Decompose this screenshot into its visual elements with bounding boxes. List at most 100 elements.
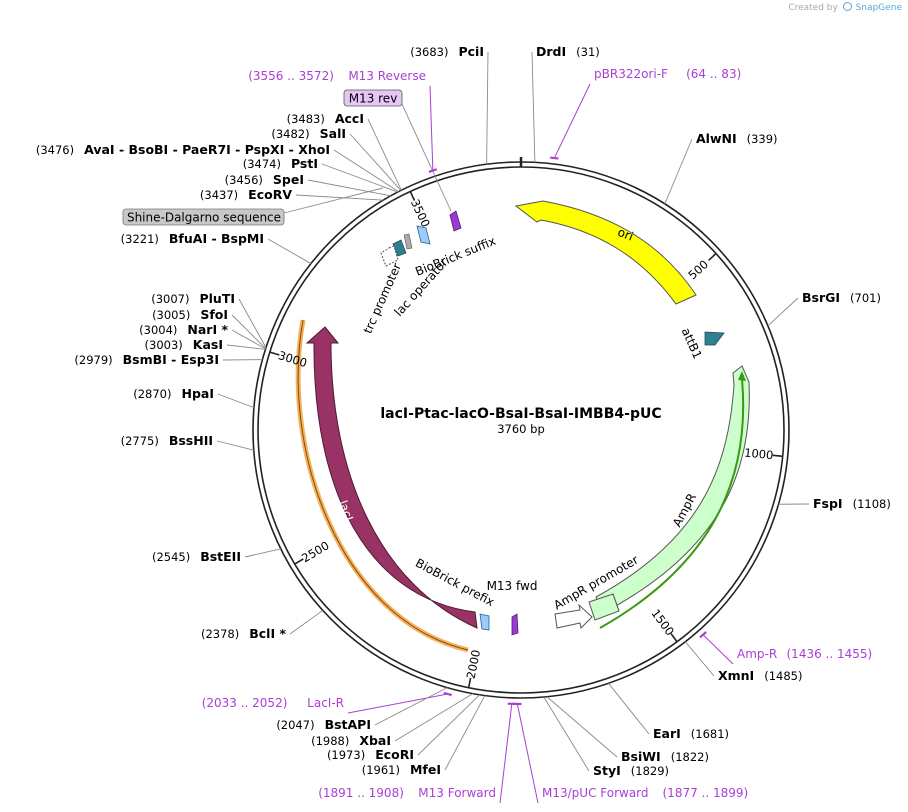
primer-pbr322ori-f[interactable]: pBR322ori-F(64 .. 83): [550, 67, 741, 160]
biobrick-suffix-feature[interactable]: [416, 225, 431, 245]
tick-label: 1500: [648, 606, 677, 638]
primer-range: (1891 .. 1908): [318, 786, 404, 800]
site-position: (3476): [36, 143, 74, 157]
ori-feature[interactable]: [514, 200, 697, 305]
site-name: BstAPI: [325, 717, 371, 732]
site-psti[interactable]: PstI(3474): [243, 156, 398, 193]
site-acci[interactable]: AccI(3483): [287, 111, 402, 191]
ampr-feature[interactable]: [595, 365, 750, 629]
attb1-label: attB1: [679, 326, 705, 362]
site-leader: [216, 440, 254, 451]
site-avai[interactable]: AvaI - BsoBI - PaeR7I - PspXI - XhoI(347…: [36, 142, 399, 192]
primer-laci-r[interactable]: LacI-R(2033 .. 2052): [202, 691, 453, 714]
m13-fwd-label: M13 fwd: [487, 579, 538, 593]
primer-mark: [550, 156, 559, 160]
site-position: (3683): [410, 45, 448, 59]
site-name: MfeI: [410, 762, 441, 777]
attb1-feature[interactable]: [704, 331, 725, 346]
biobrick-prefix-feature[interactable]: [479, 613, 490, 631]
site-bsiwi[interactable]: BsiWI(1822): [546, 696, 709, 764]
site-leader: [307, 179, 391, 197]
primer-label: M13 Forward: [418, 786, 496, 800]
site-name: KasI: [193, 337, 223, 352]
svg-text:M13 rev: M13 rev: [349, 92, 398, 106]
primer-range: (1877 .. 1899): [663, 786, 749, 800]
site-position: (3005): [152, 308, 190, 322]
site-name: AlwNI: [696, 131, 737, 146]
site-nari[interactable]: NarI *(3004): [139, 322, 266, 350]
site-ecorv[interactable]: EcoRV(3437): [200, 187, 384, 202]
site-leader: [546, 696, 618, 758]
lac-operator-feature[interactable]: [392, 233, 413, 257]
site-spei[interactable]: SpeI(3456): [225, 172, 391, 197]
trc-promoter-feature[interactable]: [380, 245, 399, 267]
site-ecori[interactable]: EcoRI(1973): [327, 694, 480, 762]
site-position: (1988): [311, 734, 349, 748]
site-fspi[interactable]: FspI(1108): [778, 496, 891, 511]
site-bsrgi[interactable]: BsrGI(701): [767, 290, 881, 327]
site-bsteii[interactable]: BstEII(2545): [152, 548, 281, 564]
site-pcii[interactable]: PciI (3683): [410, 44, 489, 165]
shine-dalgarno-box[interactable]: Shine-Dalgarno sequence: [122, 208, 285, 226]
site-bstapi[interactable]: BstAPI(2047): [276, 687, 448, 732]
tick-mark: [670, 633, 678, 643]
site-position: (3456): [225, 173, 263, 187]
tick-mark: [772, 454, 783, 458]
m13-rev-feature[interactable]: [449, 210, 462, 232]
site-alwni[interactable]: AlwNI(339): [664, 131, 778, 205]
svg-text:attB1: attB1: [679, 326, 705, 362]
site-position: (3483): [287, 112, 325, 126]
site-hpai[interactable]: HpaI (2870): [133, 386, 255, 409]
site-name: PstI: [291, 156, 318, 171]
site-leader: [349, 133, 402, 191]
site-mfei[interactable]: MfeI (1961): [362, 695, 486, 777]
site-leader: [238, 298, 267, 348]
ampr-promoter-feature[interactable]: [554, 593, 620, 630]
credit-brand: SnapGene: [855, 3, 902, 13]
site-bsshii[interactable]: BssHII(2775): [121, 433, 254, 451]
primer-m13-forward[interactable]: M13 Forward (1891 .. 1908): [318, 702, 517, 804]
site-name: BclI *: [249, 626, 286, 641]
primer-m13-reverse[interactable]: M13 Reverse(3556 .. 3572): [248, 69, 438, 173]
laci-label: lacI: [336, 498, 356, 522]
site-name: BssHII: [169, 433, 213, 448]
site-name: SalI: [320, 126, 346, 141]
site-sfoi[interactable]: SfoI(3005): [152, 307, 267, 349]
site-bsmbi[interactable]: BsmBI - Esp3I(2979): [74, 352, 263, 367]
m13-fwd-feature[interactable]: [511, 613, 519, 636]
site-xbai[interactable]: XbaI(1988): [311, 693, 474, 748]
site-xmni[interactable]: XmnI(1485): [684, 641, 802, 683]
primer-leader: [553, 83, 591, 159]
site-name: HpaI: [182, 386, 215, 401]
primer-m13-puc-forward[interactable]: M13/pUC Forward(1877 .. 1899): [513, 702, 749, 804]
site-kasi[interactable]: KasI(3003): [145, 337, 266, 352]
site-styi[interactable]: StyI(1829): [543, 696, 669, 778]
site-position: (2870): [133, 387, 171, 401]
site-drdi[interactable]: DrdI(31): [531, 44, 600, 163]
site-pluti[interactable]: PluTI(3007): [151, 291, 267, 348]
site-position: (1961): [362, 763, 400, 777]
site-name: NarI *: [187, 322, 228, 337]
site-name: PciI: [458, 44, 484, 59]
laci-feature[interactable]: [295, 319, 478, 653]
plasmid-length: 3760 bp: [497, 422, 545, 436]
primer-amp-r[interactable]: Amp-R(1436 .. 1455): [699, 631, 872, 665]
site-bcli[interactable]: BclI *(2378): [201, 610, 324, 641]
site-name: BstEII: [200, 549, 241, 564]
site-position: (701): [850, 291, 881, 305]
primer-leader: [429, 85, 434, 171]
site-name: EcoRV: [248, 187, 292, 202]
site-leader: [608, 683, 650, 735]
tick-label: 3500: [408, 197, 433, 229]
site-position: (31): [576, 45, 600, 59]
m13-rev-box[interactable]: M13 rev: [343, 89, 403, 107]
site-name: PluTI: [199, 291, 235, 306]
site-eari[interactable]: EarI(1681): [608, 683, 729, 741]
site-leader: [267, 238, 312, 264]
site-sali[interactable]: SalI(3482): [271, 126, 402, 191]
site-bfuai[interactable]: BfuAI - BspMI(3221): [121, 231, 312, 264]
site-leader: [486, 51, 489, 165]
primer-range: (64 .. 83): [686, 67, 741, 81]
